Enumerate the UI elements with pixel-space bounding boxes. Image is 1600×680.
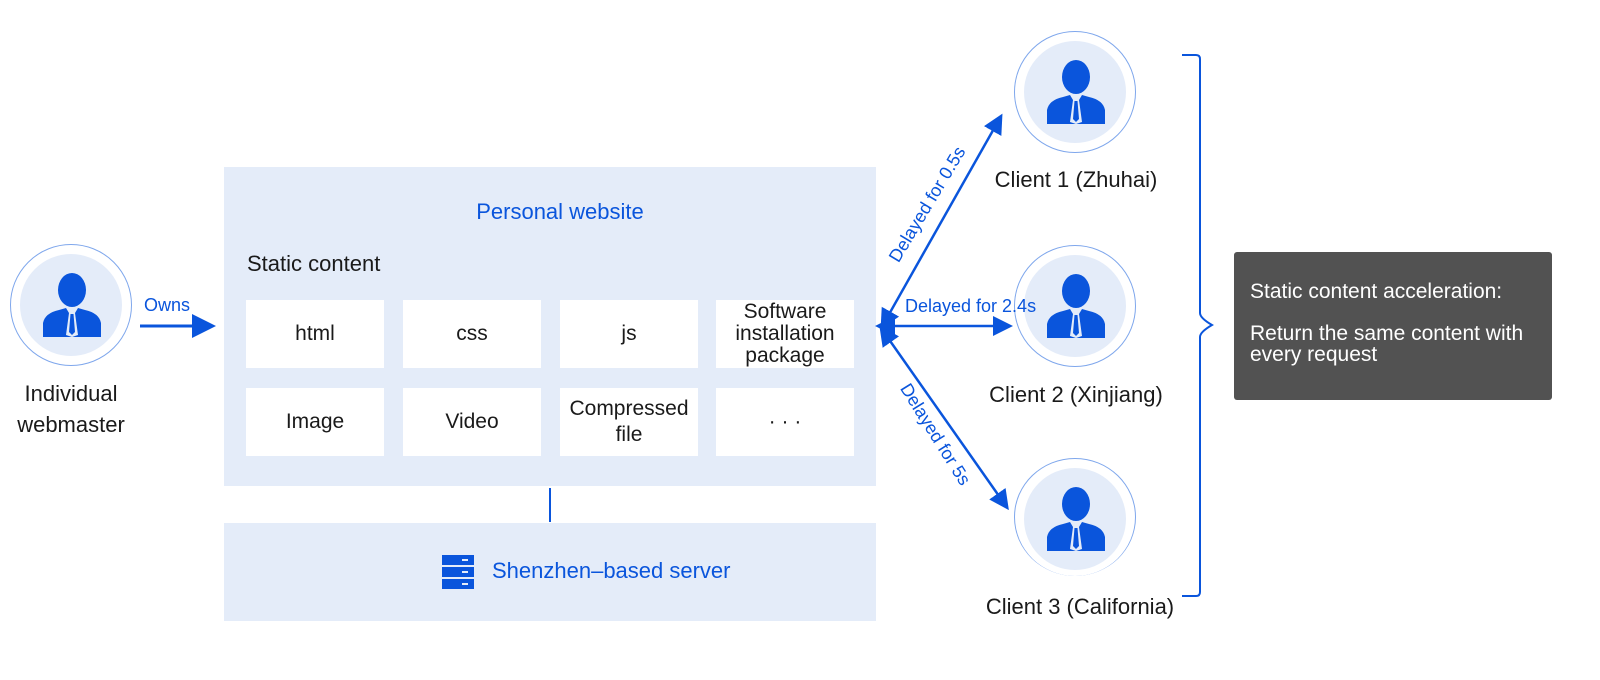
delay-label-client-2: Delayed for 2.4s (905, 296, 1037, 316)
client-3-avatar (1014, 458, 1136, 576)
static-content-label: Static content (247, 251, 381, 276)
content-tile-compressed-file: Compressed file (560, 388, 698, 456)
content-tile-css: css (403, 300, 541, 368)
delay-label-client-1: Delayed for 0.5s (884, 142, 970, 266)
content-tile-video: Video (403, 388, 541, 456)
note-body: Return the same content with every reque… (1250, 322, 1524, 366)
client-1-label: Client 1 (Zhuhai) (994, 167, 1158, 192)
clients-brace (1182, 54, 1214, 597)
delay-arrow-client-1 (880, 113, 1003, 330)
content-tile-software-package: Software installation package (716, 300, 854, 368)
person-icon (43, 273, 101, 337)
note-title: Static content acceleration: (1250, 280, 1503, 303)
person-icon (1047, 487, 1105, 551)
server-icon (442, 555, 474, 589)
acceleration-note: Static content acceleration: Return the … (1234, 252, 1552, 400)
client-2-label: Client 2 (Xinjiang) (989, 382, 1163, 407)
personal-website-title: Personal website (476, 199, 644, 224)
person-icon (1047, 60, 1105, 124)
webmaster-label: Individual webmaster (17, 381, 125, 437)
owns-label: Owns (144, 295, 191, 315)
content-tile-more: · · · (716, 388, 854, 456)
content-tile-image: Image (246, 388, 384, 456)
server-panel: Shenzhen–based server (224, 523, 876, 621)
delay-arrow-client-3 (879, 325, 1009, 511)
webmaster-avatar (10, 244, 132, 366)
content-tile-js: js (560, 300, 698, 368)
client-1-avatar (1014, 31, 1136, 153)
client-2-avatar (1014, 245, 1136, 367)
personal-website-panel: Personal website Static content html css… (224, 167, 876, 486)
server-label: Shenzhen–based server (492, 558, 731, 583)
person-icon (1047, 274, 1105, 338)
client-3-label: Client 3 (California) (985, 594, 1175, 619)
content-tile-html: html (246, 300, 384, 368)
website-server-connector (549, 488, 551, 522)
